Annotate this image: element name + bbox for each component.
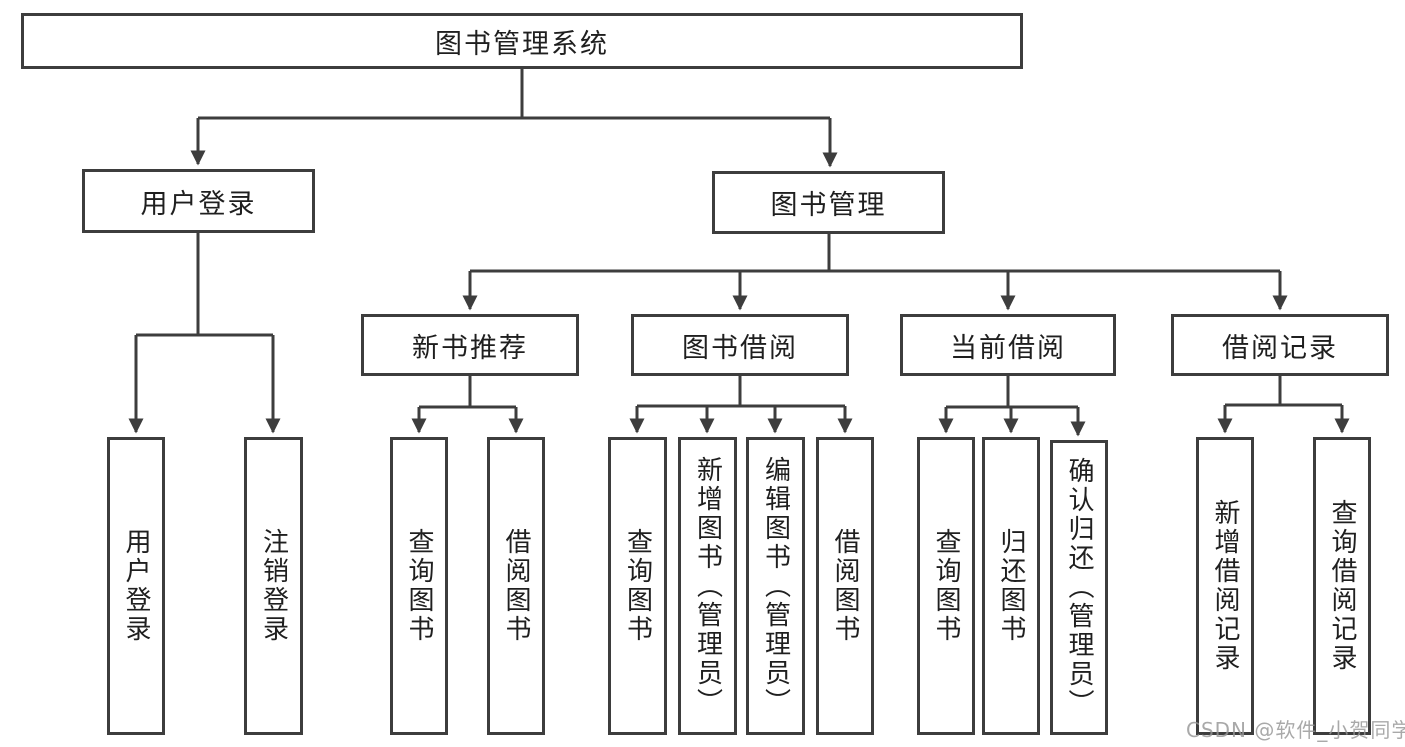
node-query-borrow-record: 查询借阅记录 (1313, 437, 1371, 735)
node-query-books-recommend: 查询图书 (390, 437, 448, 735)
node-add-books-admin: 新增图书（管理员） (678, 437, 737, 735)
node-current-borrow: 当前借阅 (900, 314, 1116, 376)
node-query-books-borrow: 查询图书 (608, 437, 667, 735)
node-new-book-recommend: 新书推荐 (361, 314, 579, 376)
node-add-borrow-record: 新增借阅记录 (1196, 437, 1254, 735)
node-book-management: 图书管理 (712, 171, 945, 234)
node-library-system: 图书管理系统 (21, 13, 1023, 69)
node-confirm-return-admin: 确认归还（管理员） (1050, 440, 1108, 735)
node-query-books-current: 查询图书 (917, 437, 975, 735)
node-book-borrow: 图书借阅 (631, 314, 849, 376)
watermark-text: CSDN @软件_小贺同学 (1186, 718, 1405, 742)
node-borrow-records: 借阅记录 (1171, 314, 1389, 376)
node-borrow-books-leaf: 借阅图书 (816, 437, 874, 735)
node-return-books: 归还图书 (982, 437, 1040, 735)
node-borrow-books-recommend: 借阅图书 (487, 437, 545, 735)
node-edit-books-admin: 编辑图书（管理员） (746, 437, 805, 735)
node-user-login-action: 用户登录 (107, 437, 165, 735)
node-logout: 注销登录 (244, 437, 303, 735)
node-user-login: 用户登录 (82, 169, 315, 233)
